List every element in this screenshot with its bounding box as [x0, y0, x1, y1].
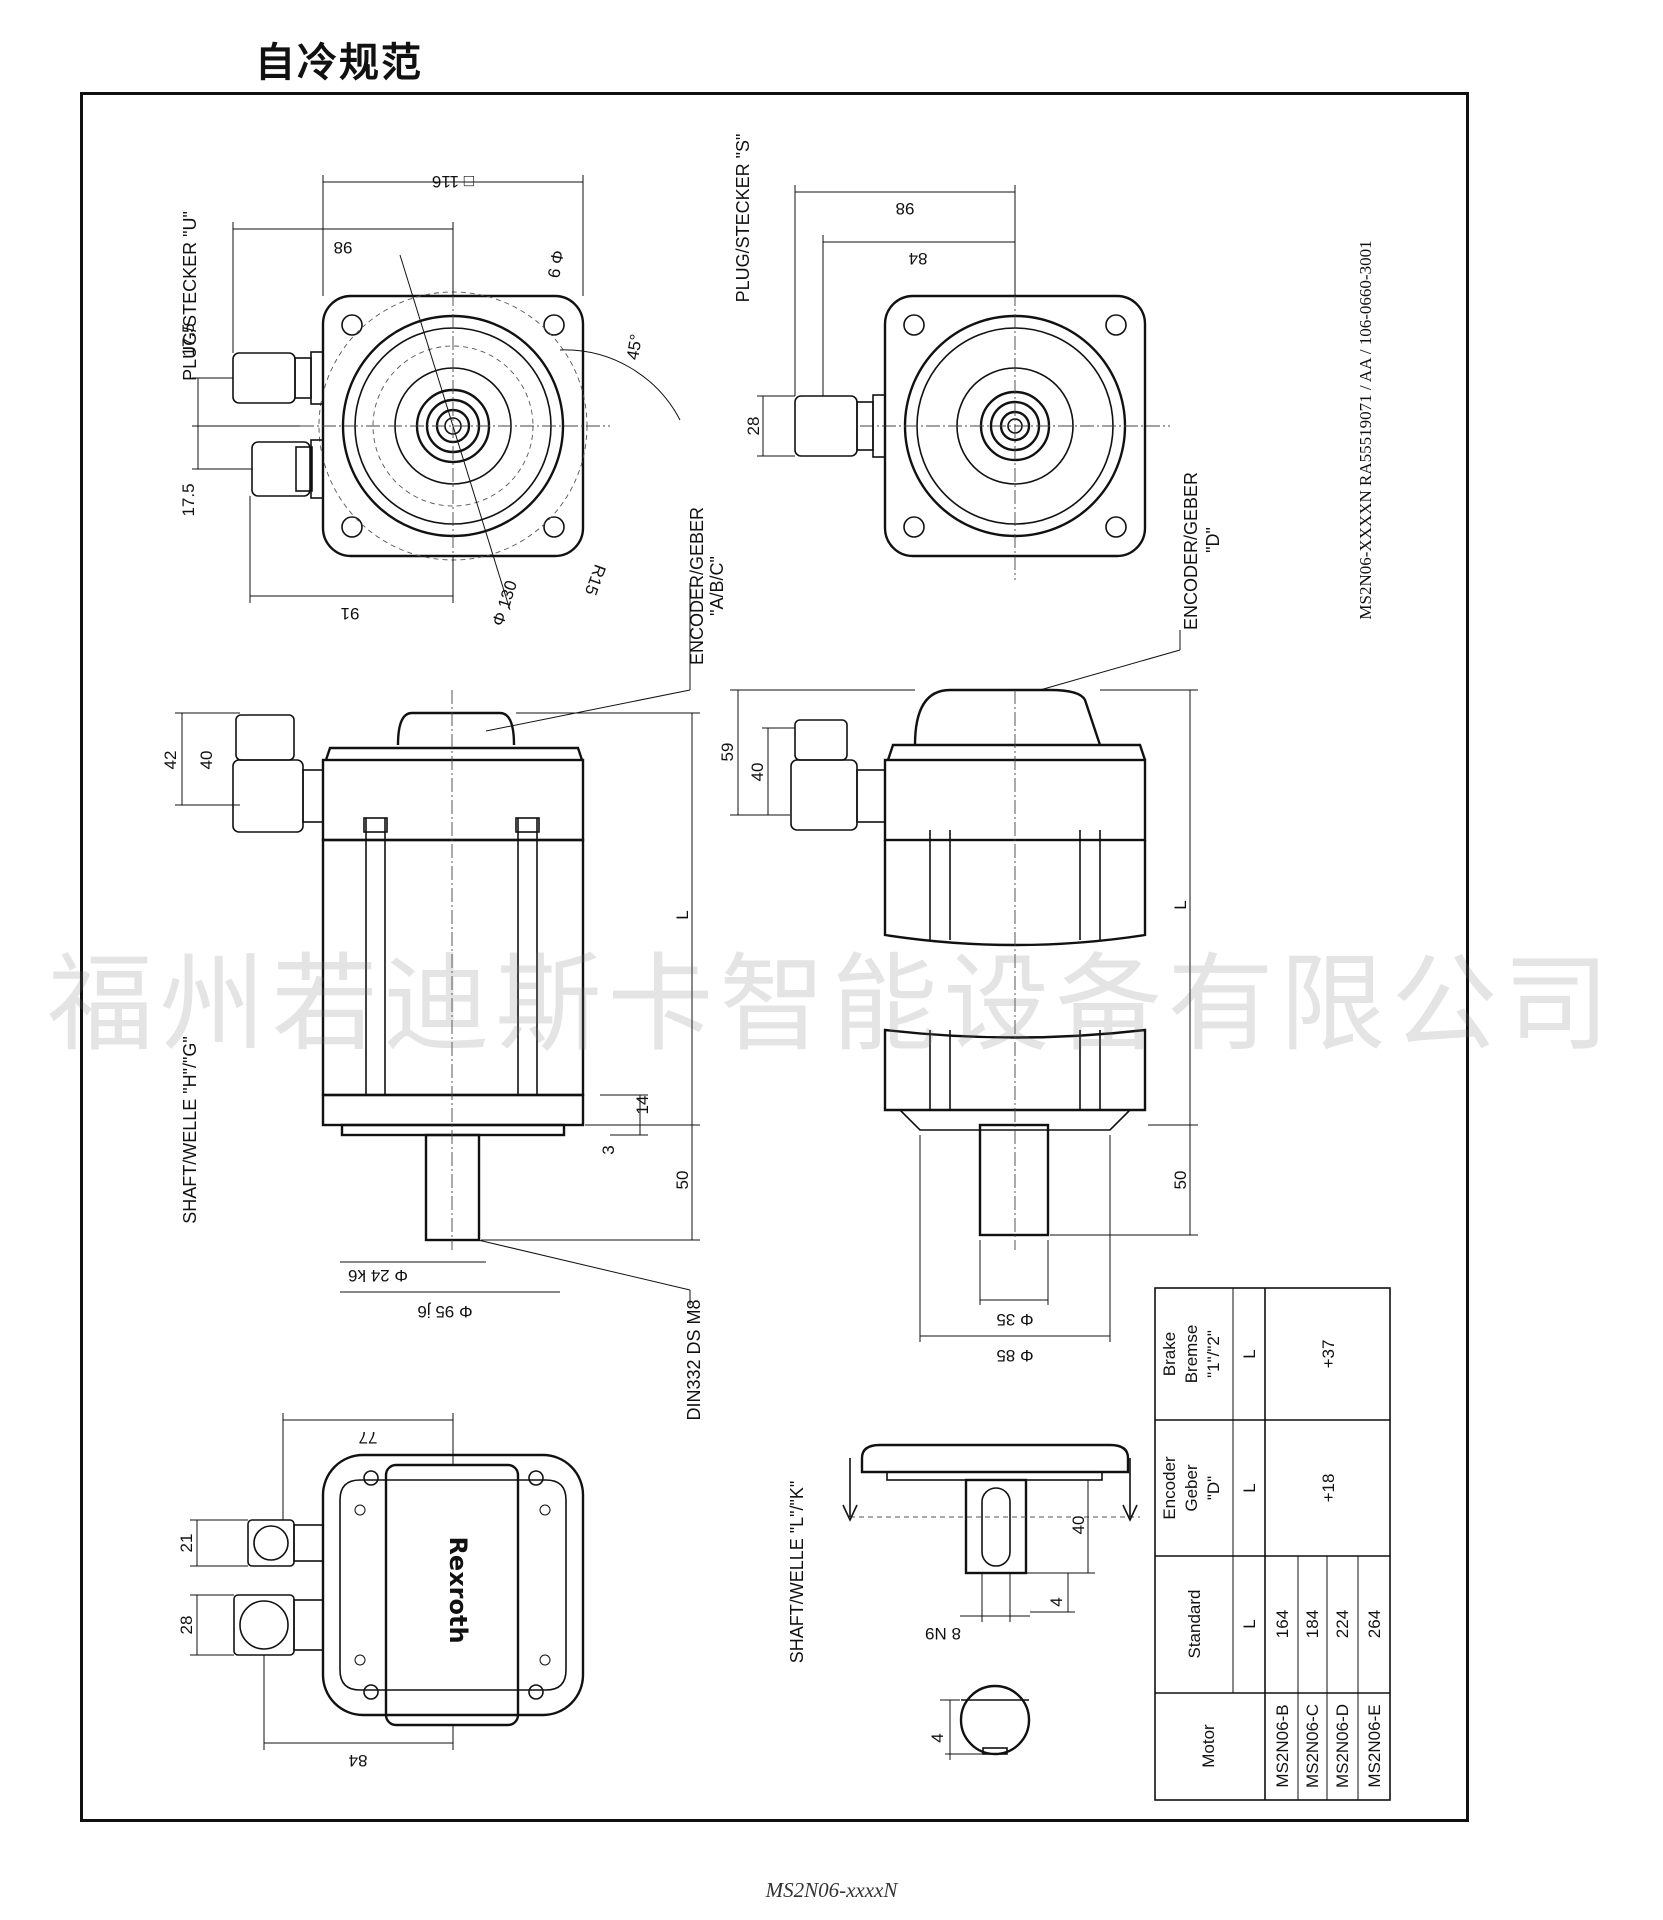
dim-40-b: 40 [748, 763, 767, 782]
dim-98-u: 98 [334, 238, 353, 257]
side-view-encoder-d: 59 40 L 50 Φ 35 Φ 85 [718, 630, 1198, 1365]
dim-r15: R15 [581, 562, 610, 598]
dim-35: Φ 35 [996, 1310, 1033, 1329]
dim-3: 3 [599, 1145, 618, 1154]
dim-42: 42 [161, 751, 180, 770]
table-header-encoder-1: Encoder [1160, 1456, 1179, 1520]
label-shaft-hg: SHAFT/WELLE "H"/"G" [180, 1036, 200, 1224]
table-row-l: 184 [1303, 1610, 1322, 1638]
table-header-encoder-2: Geber [1182, 1464, 1201, 1512]
dim-50-b: 50 [1171, 1171, 1190, 1190]
dim-130: Φ 130 [489, 578, 521, 628]
label-din-332: DIN332 DS M8 [684, 1299, 704, 1420]
dim-98-s: 98 [896, 199, 915, 218]
side-view-shaft-hg: 42 40 L 14 3 50 Φ 24 k6 Φ 95 j6 DIN332 D… [161, 583, 704, 1421]
rear-view-rexroth: Rexroth 77 84 21 28 [177, 1413, 585, 1770]
label-encoder-d-1: ENCODER/GEBER [1181, 472, 1201, 630]
dim-17-5-b: 17.5 [179, 483, 198, 516]
dim-14: 14 [633, 1096, 652, 1115]
dim-24-k6: Φ 24 k6 [348, 1266, 408, 1285]
table-header-standard-l: L [1240, 1619, 1259, 1628]
dim-4-section: 4 [928, 1733, 947, 1742]
table-row-l: 224 [1333, 1610, 1352, 1638]
dim-40-key: 40 [1069, 1516, 1088, 1535]
drawing-frame [80, 92, 1469, 1822]
table-brake-add: +37 [1319, 1340, 1338, 1369]
dim-50-a: 50 [673, 1171, 692, 1190]
table-header-brake-2: Bremse [1182, 1325, 1201, 1384]
rexroth-logo: Rexroth [444, 1536, 472, 1643]
dim-8-n9: 8 N9 [925, 1624, 961, 1643]
dim-21: 21 [177, 1534, 196, 1553]
page-title: 自冷规范 [255, 40, 423, 86]
label-encoder-abc-1: ENCODER/GEBER [687, 507, 707, 665]
dim-95-j6: Φ 95 j6 [417, 1302, 472, 1321]
dim-28-s: 28 [744, 417, 763, 436]
label-plug-s: PLUG/STECKER "S" [733, 134, 753, 303]
drawing-footer: MS2N06-xxxxN [765, 1878, 898, 1902]
table-header-encoder-l: L [1240, 1483, 1259, 1492]
dim-84-s: 84 [909, 249, 928, 268]
dim-84-rear: 84 [349, 1751, 368, 1770]
dim-45: 45° [623, 333, 646, 362]
dim-77: 77 [359, 1428, 378, 1447]
table-row-l: 164 [1273, 1610, 1292, 1638]
table-row-motor: MS2N06-C [1303, 1704, 1322, 1788]
dim-17-5-a: 17.5 [179, 323, 198, 356]
dim-l-b: L [1171, 900, 1190, 909]
front-view-plug-u: □ 116 98 Φ 9 45° Φ 130 R15 91 17.5 17.5 … [179, 172, 727, 665]
table-row-motor: MS2N06-B [1273, 1704, 1292, 1787]
table-encoder-add: +18 [1319, 1474, 1338, 1503]
dim-9: Φ 9 [544, 249, 568, 280]
dim-85: Φ 85 [996, 1346, 1033, 1365]
table-header-encoder-3: "D" [1204, 1476, 1223, 1500]
table-header-brake-1: Brake [1160, 1332, 1179, 1376]
length-table: Motor Standard L Encoder Geber "D" L Bra… [1154, 1287, 1391, 1801]
table-header-brake-l: L [1240, 1349, 1259, 1358]
front-view-plug-s: 98 84 28 PLUG/STECKER "S" ENCODER/GEBER … [733, 134, 1375, 630]
label-shaft-lk: SHAFT/WELLE "L"/"K" [787, 1481, 807, 1664]
table-header-brake-3: "1"/"2" [1204, 1330, 1223, 1378]
label-encoder-abc-2: "A/B/C" [707, 556, 727, 616]
dim-59: 59 [718, 743, 737, 762]
label-encoder-d-2: "D" [1203, 527, 1223, 553]
dim-116: □ 116 [432, 172, 474, 191]
table-header-motor: Motor [1199, 1724, 1218, 1768]
dim-91: 91 [341, 604, 360, 623]
dim-28-rear: 28 [177, 1616, 196, 1635]
table-row-motor: MS2N06-D [1333, 1704, 1352, 1788]
shaft-key-detail: 40 4 8 N9 4 SHAFT/WELLE "L"/"K" [787, 1443, 1140, 1760]
table-header-standard: Standard [1185, 1590, 1204, 1659]
doc-reference: MS2N06-XXXXN RA55519071 / AA / 106-0660-… [1356, 240, 1375, 619]
dim-4-key: 4 [1047, 1597, 1066, 1606]
label-plug-u: PLUG/STECKER "U" [180, 211, 200, 381]
dim-l-a: L [673, 910, 692, 919]
table-row-motor: MS2N06-E [1365, 1704, 1384, 1787]
table-row-l: 264 [1365, 1610, 1384, 1638]
dim-40-a: 40 [197, 751, 216, 770]
